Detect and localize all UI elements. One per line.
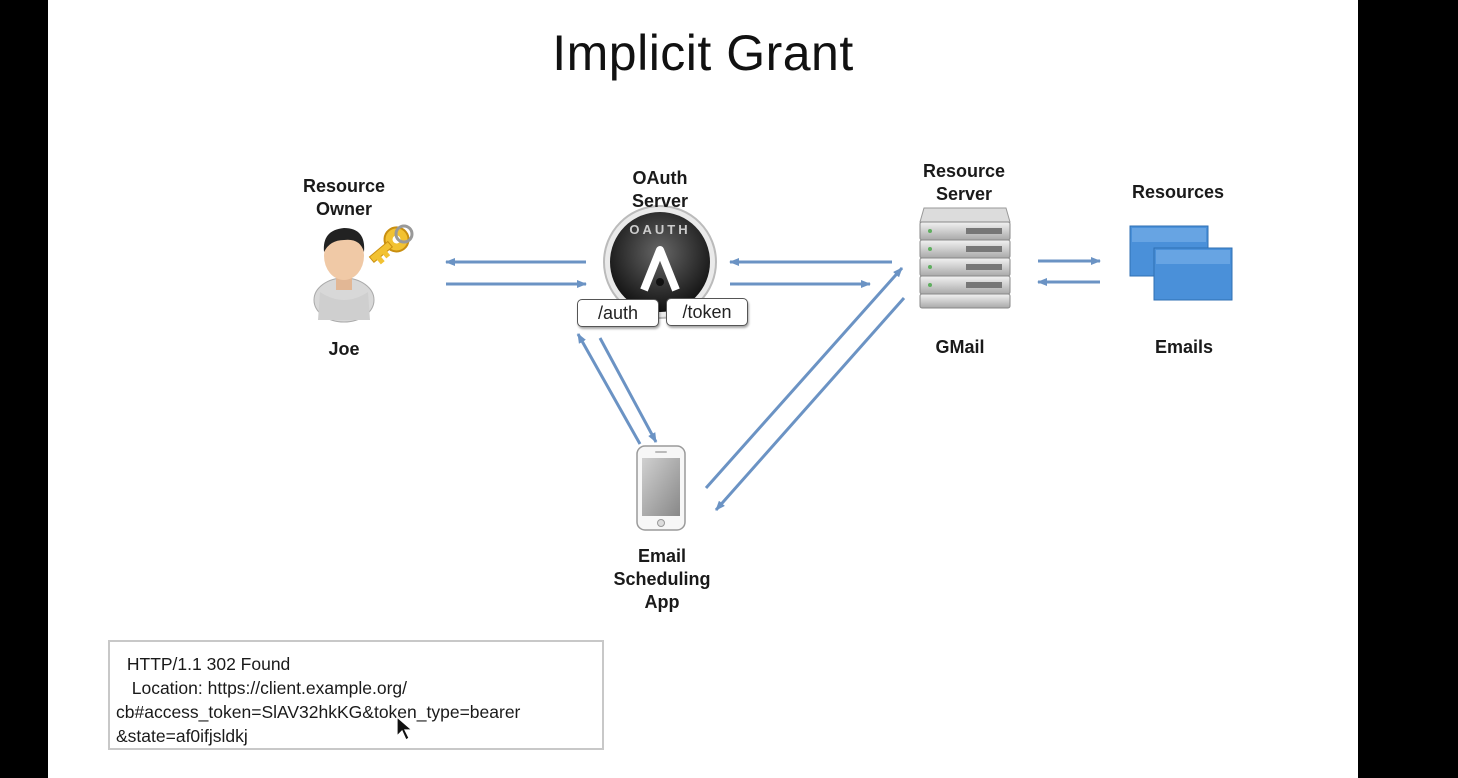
arrow-app-to-server	[704, 267, 904, 489]
resource-owner-name: Joe	[328, 339, 360, 359]
http-response-box: HTTP/1.1 302 Found Location: https://cli…	[108, 640, 604, 750]
user-with-key-icon	[313, 224, 414, 323]
slide-title: Implicit Grant	[552, 25, 854, 81]
resource-server-name: GMail	[935, 337, 985, 357]
http-line: Location: https://client.example.org/	[122, 678, 408, 698]
arrow-app-to-oauth	[576, 333, 642, 445]
auth-endpoint: /auth	[577, 299, 659, 327]
oauth-logo-icon: OAUTH	[603, 205, 717, 319]
http-line: cb#access_token=SlAV32hkKG&token_type=be…	[116, 702, 521, 722]
svg-text:OAUTH: OAUTH	[629, 222, 690, 237]
resources-name: Emails	[1154, 337, 1214, 357]
server-rack-icon	[919, 207, 1011, 309]
http-line: &state=af0ifjsldkj	[116, 726, 248, 746]
smartphone-icon	[636, 445, 686, 531]
mouse-cursor-icon	[396, 716, 414, 741]
slide: Implicit Grant	[48, 0, 1358, 778]
arrow-oauth-to-app	[598, 337, 658, 443]
flow-diagram: OAUTH	[313, 205, 1233, 531]
resources-heading: Resources	[1131, 182, 1225, 202]
token-endpoint: /token	[666, 298, 748, 326]
http-line: HTTP/1.1 302 Found	[122, 654, 291, 674]
arrow-server-to-app	[714, 297, 906, 511]
folders-icon	[1129, 225, 1233, 301]
